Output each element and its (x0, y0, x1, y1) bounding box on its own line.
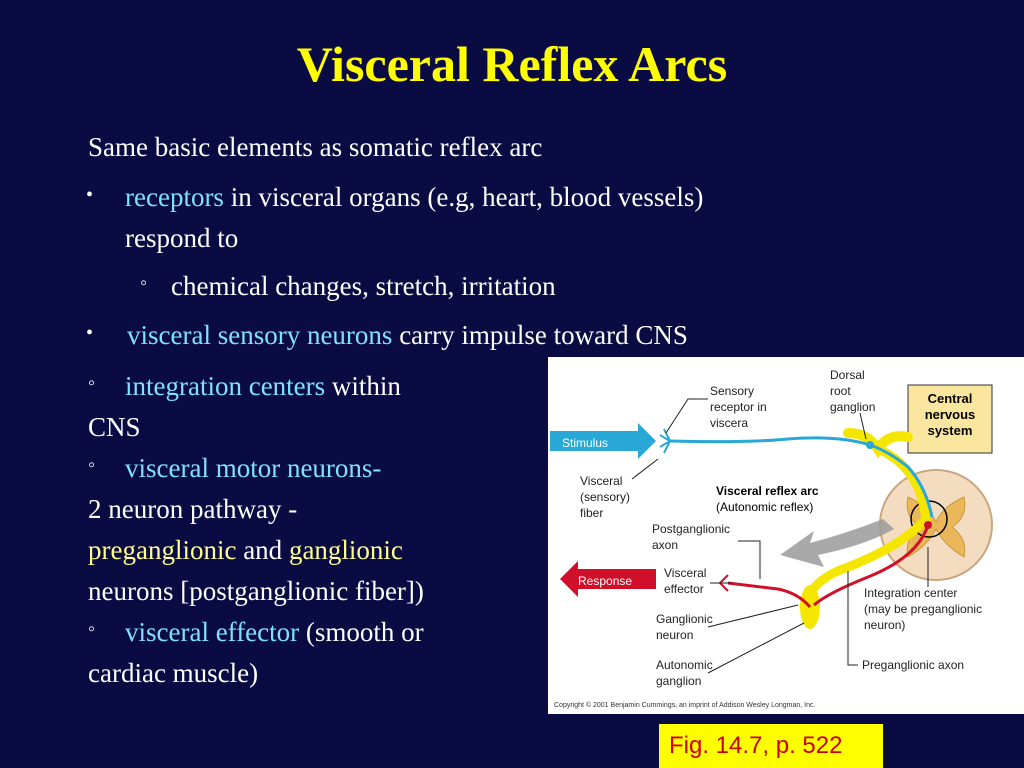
arc-title: Visceral reflex arc (716, 484, 819, 498)
reflex-direction-arrow (780, 519, 894, 567)
receptors-term: receptors (125, 182, 224, 212)
effector-text: (smooth or (299, 617, 424, 647)
ganglionic-neuron-label-1: Ganglionic (656, 612, 713, 626)
sensory-receptor-label-3: viscera (710, 416, 748, 430)
bullet-integration: integration centers within (125, 366, 401, 406)
stimulus-arrow (550, 423, 656, 459)
response-label: Response (578, 574, 632, 588)
copyright-text: Copyright © 2001 Benjamin Cummings, an i… (554, 701, 815, 709)
bullet-receptors: receptors in visceral organs (e.g, heart… (125, 177, 703, 217)
postganglionic-label-1: Postganglionic (652, 522, 730, 536)
bullet-sensory: visceral sensory neurons carry impulse t… (127, 315, 688, 355)
cns-box-line-3: system (928, 423, 973, 438)
integration-center-label-1: Integration center (864, 586, 957, 600)
dorsal-root-label-3: ganglion (830, 400, 875, 414)
response-arrow (560, 561, 656, 597)
visceral-fiber-label-2: (sensory) (580, 490, 630, 504)
leader-lines (631, 398, 929, 674)
receptors-text-2: respond to (125, 223, 239, 253)
preganglionic-axon-label: Preganglionic axon (862, 658, 964, 672)
figure-reference-text: Fig. 14.7, p. 522 (669, 732, 843, 759)
motor-line-3: preganglionic and ganglionic (88, 530, 403, 570)
figure-reference: Fig. 14.7, p. 522 (659, 724, 883, 768)
postganglionic-label-2: axon (652, 538, 678, 552)
sensory-receptor-label-2: receptor in (710, 400, 767, 414)
bullet-effector: visceral effector (smooth or (125, 612, 424, 652)
receptors-text: in visceral organs (e.g, heart, blood ve… (223, 182, 704, 212)
bullet-dot: • (86, 184, 94, 206)
ventral-root (803, 444, 931, 600)
sub-bullet-ring: ◦ (88, 372, 96, 394)
autonomic-ganglion-label-1: Autonomic (656, 658, 713, 672)
receptors-sub: chemical changes, stretch, irritation (171, 271, 556, 301)
effector-term: visceral effector (125, 617, 300, 647)
ganglionic-neuron-label-2: neuron (656, 628, 693, 642)
visceral-fiber-label-1: Visceral (580, 474, 622, 488)
visceral-effector-label-1: Visceral (664, 566, 706, 580)
sub-bullet-ring: ◦ (140, 272, 148, 294)
visceral-fiber-label-3: fiber (580, 506, 603, 520)
integration-text-2: CNS (88, 412, 141, 442)
motor-pathway (718, 521, 932, 608)
integration-center-label-2: (may be preganglionic (864, 602, 982, 616)
stimulus-label: Stimulus (562, 436, 608, 450)
integration-text: within (325, 371, 401, 401)
dorsal-root-label-2: root (830, 384, 851, 398)
motor-line-4: neurons [postganglionic fiber]) (88, 576, 424, 606)
sensory-text: carry impulse toward CNS (392, 320, 688, 350)
arc-subtitle: (Autonomic reflex) (716, 500, 813, 514)
effector-text-2: cardiac muscle) (88, 658, 259, 688)
motor-line-2: 2 neuron pathway - (88, 494, 298, 524)
motor-term-text: visceral motor neurons- (125, 453, 382, 483)
sub-bullet-ring: ◦ (88, 618, 96, 640)
reflex-arc-figure: Central nervous system Stimulus Response (548, 357, 1024, 714)
slide-title: Visceral Reflex Arcs (296, 36, 728, 92)
autonomic-ganglion-label-2: ganglion (656, 674, 701, 688)
ganglionic-term: ganglionic (288, 535, 403, 565)
cns-box-line-1: Central (928, 391, 973, 406)
cns-box (907, 384, 993, 454)
integration-center-label-3: neuron) (864, 618, 905, 632)
sensory-pathway (659, 428, 934, 518)
preganglionic-term: preganglionic (88, 535, 237, 565)
bullet-dot: • (86, 322, 94, 344)
sensory-receptor-label-1: Sensory (710, 384, 754, 398)
sub-bullet-ring: ◦ (88, 454, 96, 476)
visceral-effector-label-2: effector (664, 582, 704, 596)
intro-line: Same basic elements as somatic reflex ar… (88, 132, 543, 162)
sensory-term: visceral sensory neurons (127, 320, 393, 350)
and-text: and (236, 535, 289, 565)
cns-box-line-2: nervous (925, 407, 976, 422)
integration-term: integration centers (125, 371, 326, 401)
motor-term: visceral motor neurons- (125, 448, 381, 488)
dorsal-root-label-1: Dorsal (830, 368, 865, 382)
